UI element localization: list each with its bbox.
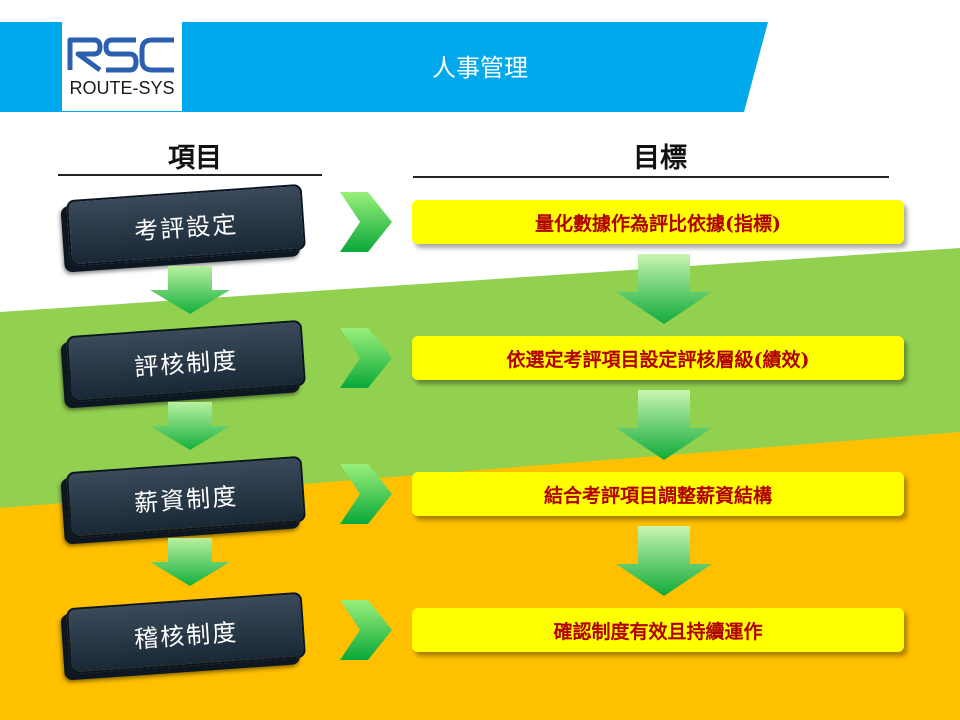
targets-column-heading: 目標 [633,143,687,174]
logo-text: ROUTE-SYS [69,78,175,98]
target-box-salary-structure: 結合考評項目調整薪資結構 [412,472,904,516]
down-arrow-icon [616,254,712,324]
right-chevron-icon [340,600,392,660]
items-column-heading: 項目 [168,143,222,174]
down-arrow-icon [150,402,230,450]
items-heading-rule [58,174,322,176]
rsc-logo-mark [67,37,174,73]
header-bar [0,22,768,112]
targets-heading-rule [413,176,889,178]
page-title: 人事管理 [432,54,528,82]
right-chevron-icon [340,328,392,388]
target-box-evaluation-levels: 依選定考評項目設定評核層級(績效) [412,336,904,380]
down-arrow-icon [616,526,712,596]
down-arrow-icon [150,538,230,586]
down-arrow-icon [616,390,712,460]
company-logo: ROUTE-SYS [62,22,182,111]
right-chevron-icon [340,464,392,524]
target-box-continuous-operation: 確認制度有效且持續運作 [412,608,904,652]
target-box-quantified-metrics: 量化數據作為評比依據(指標) [412,200,904,244]
right-chevron-icon [340,192,392,252]
down-arrow-icon [150,266,230,314]
